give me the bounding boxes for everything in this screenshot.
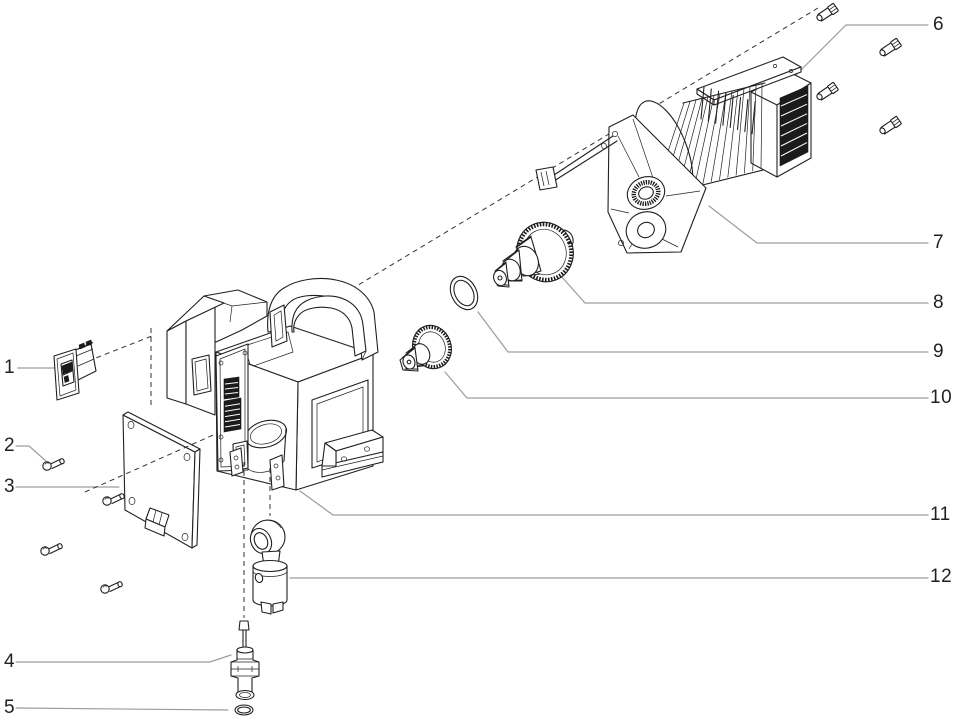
small-gear — [399, 324, 452, 372]
callout-4: 4 — [4, 651, 16, 672]
washer — [449, 275, 479, 311]
inlet-valve-stem — [230, 620, 260, 701]
front-shroud — [166, 295, 225, 416]
motor-axis-dashed-line — [344, 7, 819, 294]
motor-assembly — [535, 56, 812, 254]
switch-axis-dashed-line — [87, 335, 153, 362]
assembly-axis-lines — [87, 7, 819, 407]
mounting-screws — [40, 457, 126, 594]
motor-wire — [550, 135, 618, 182]
callout-11: 11 — [930, 504, 951, 525]
motor-bolts — [815, 2, 903, 136]
o-ring — [234, 704, 254, 716]
control-panel — [215, 343, 249, 472]
pump-housing-assembly — [166, 277, 384, 491]
mounting-ears — [229, 447, 285, 491]
carry-handle — [267, 277, 379, 361]
callout-7: 7 — [933, 232, 945, 253]
callout-8: 8 — [933, 292, 945, 313]
cord-bracket — [321, 429, 384, 478]
callout-1: 1 — [4, 357, 16, 378]
leader-lines — [15, 24, 929, 711]
switch-opening — [191, 354, 212, 396]
callout-2: 2 — [4, 435, 16, 456]
callout-10: 10 — [930, 387, 953, 408]
callout-6: 6 — [933, 14, 945, 35]
foot-valve — [249, 519, 288, 615]
callout-12: 12 — [930, 566, 953, 587]
callout-5: 5 — [4, 697, 16, 718]
cover-plate — [122, 411, 201, 549]
power-switch — [53, 339, 97, 401]
callout-3: 3 — [4, 476, 16, 497]
large-gear — [493, 221, 574, 288]
callout-9: 9 — [933, 341, 945, 362]
